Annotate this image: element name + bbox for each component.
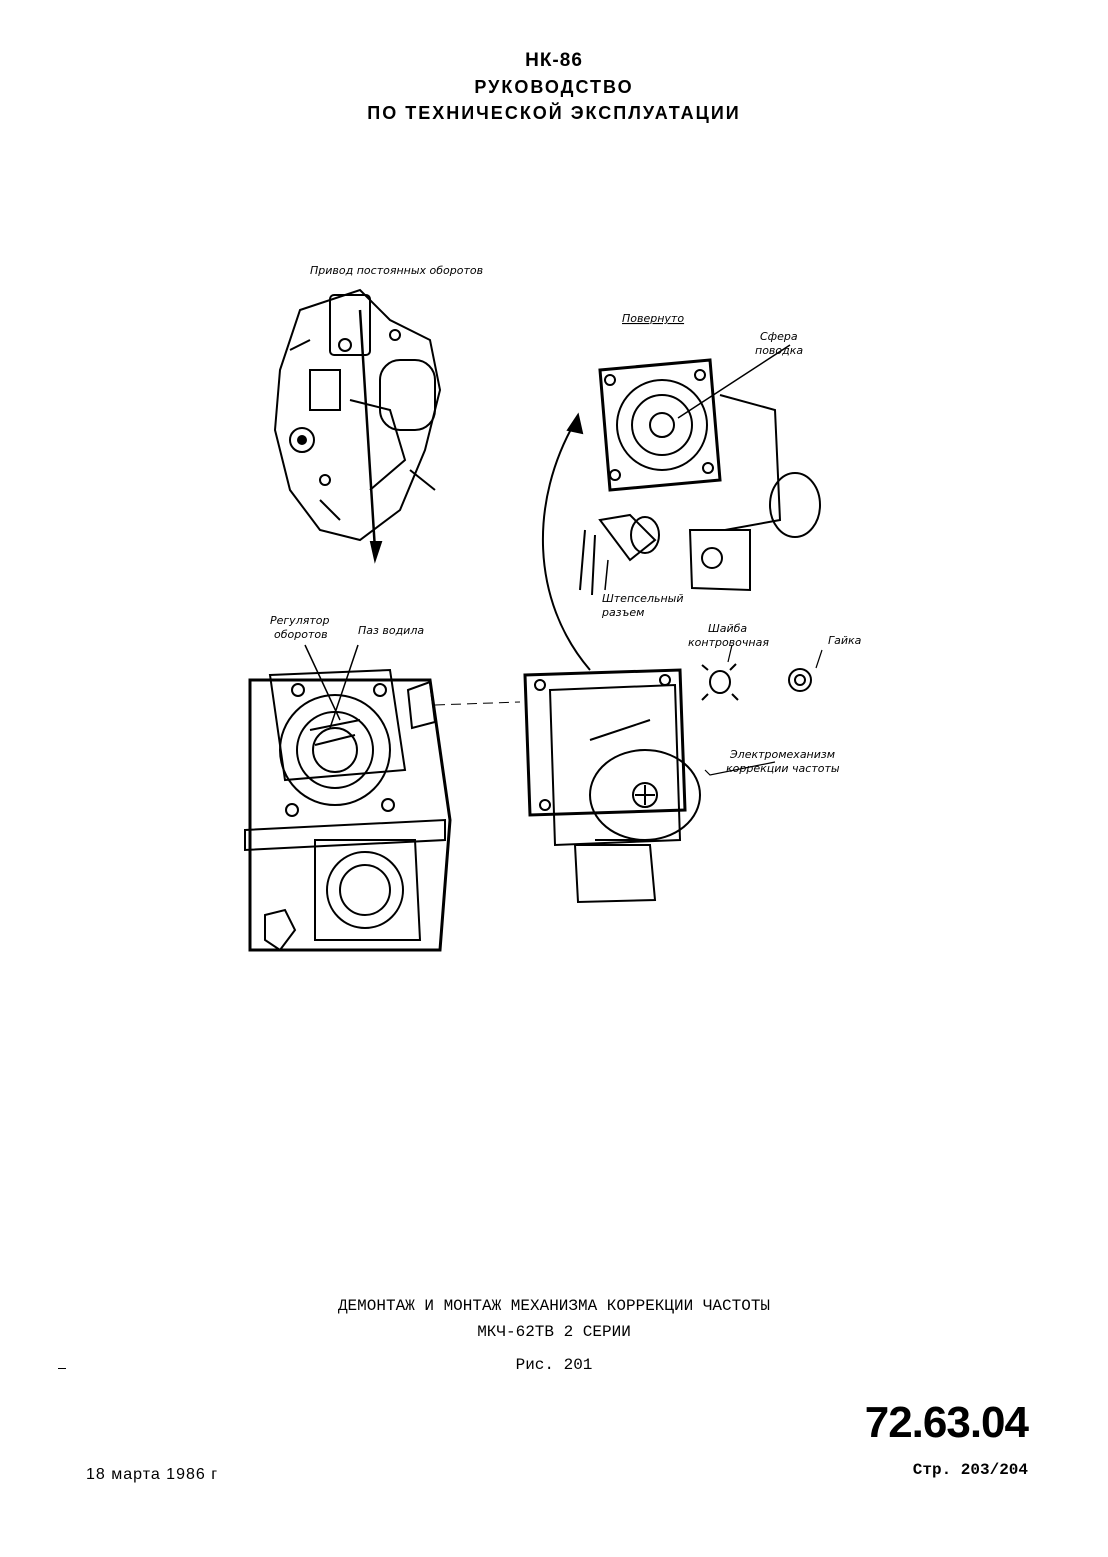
label-drive: Привод постоянных оборотов [310, 264, 483, 277]
technical-illustration: Привод постоянных оборотов Повернуто Сфе… [230, 250, 890, 970]
label-slot: Паз водила [358, 624, 424, 637]
document-date: 18 марта 1986 г [86, 1466, 219, 1483]
page-number: Стр. 203/204 [912, 1461, 1028, 1479]
label-washer-1: Шайба [708, 622, 747, 635]
nut-drawing [788, 668, 812, 692]
illustration-svg: Привод постоянных оборотов Повернуто Сфе… [244, 264, 862, 952]
label-mechanism-1: Электромеханизм [729, 748, 835, 761]
label-regulator-2: оборотов [274, 628, 328, 641]
manual-title-line2: ПО ТЕХНИЧЕСКОЙ ЭКСПЛУАТАЦИИ [367, 103, 741, 123]
label-rotated: Повернуто [622, 312, 684, 325]
label-mechanism-2: коррекции частоты [726, 762, 840, 775]
label-plug-2: разъем [601, 606, 644, 619]
drive-assembly-drawing [273, 288, 442, 564]
regulator-drawing [244, 644, 521, 952]
margin-mark [58, 1368, 66, 1369]
plug-connector-drawing [579, 513, 660, 596]
electromechanism-drawing [523, 668, 701, 904]
rotation-arrow [541, 412, 591, 671]
engine-model: НК-86 [525, 50, 583, 71]
manual-title-line1: РУКОВОДСТВО [474, 77, 634, 97]
rotated-mechanism-drawing [598, 344, 821, 592]
figure-number: Рис. 201 [515, 1356, 593, 1374]
label-washer-2: контровочная [688, 636, 769, 649]
document-number: 72.63.04 [864, 1398, 1029, 1447]
label-sphere-1: Сфера [760, 330, 798, 343]
label-plug-1: Штепсельный [602, 592, 684, 605]
washer-drawing [701, 663, 739, 701]
figure-caption-line1: ДЕМОНТАЖ И МОНТАЖ МЕХАНИЗМА КОРРЕКЦИИ ЧА… [337, 1297, 771, 1315]
label-sphere-2: поводка [755, 344, 803, 357]
label-regulator-1: Регулятор [270, 614, 329, 627]
figure-caption-line2: МКЧ-62ТВ 2 СЕРИИ [477, 1323, 631, 1341]
label-nut: Гайка [828, 634, 862, 647]
document-header: НК-86 РУКОВОДСТВО ПО ТЕХНИЧЕСКОЙ ЭКСПЛУА… [0, 48, 1108, 126]
